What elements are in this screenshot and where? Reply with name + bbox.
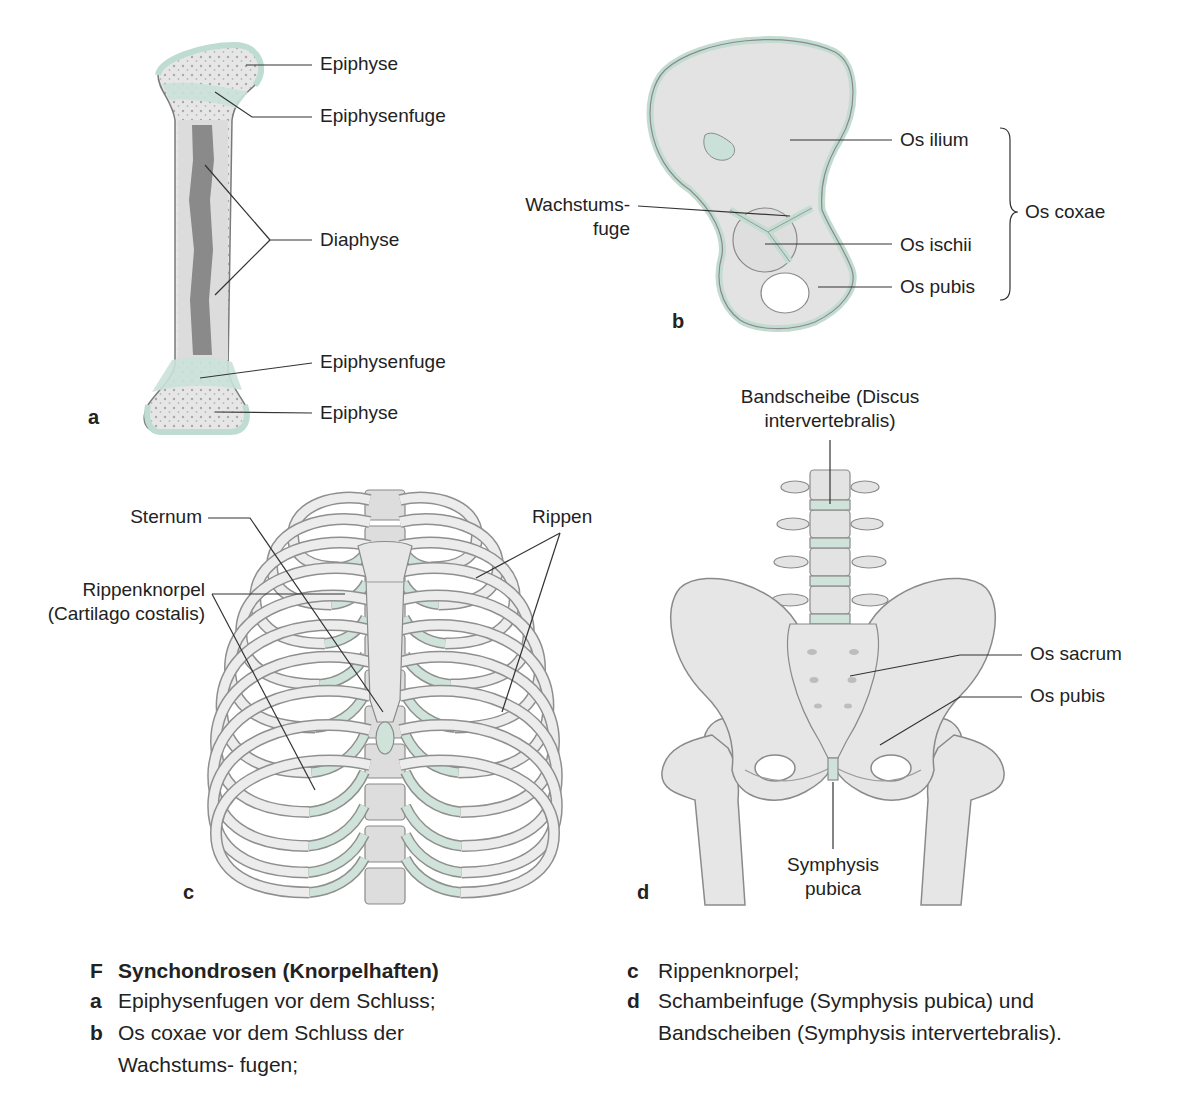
caption-text: Os coxae vor dem Schluss der Wachstums- … <box>118 1017 518 1080</box>
caption-text: Schambeinfuge (Symphysis pubica) und Ban… <box>658 985 1108 1048</box>
figure-title: Synchondrosen (Knorpelhaften) <box>118 955 439 987</box>
caption-letter: a <box>90 985 102 1017</box>
part-label: Os ilium <box>900 128 969 152</box>
part-label: Rippenknorpel (Cartilago costalis) <box>40 578 205 626</box>
part-label: Diaphyse <box>320 228 399 252</box>
panel-letter: d <box>637 880 649 905</box>
part-label: Bandscheibe (Discus intervertebralis) <box>715 385 945 433</box>
panel-letter: a <box>88 405 99 430</box>
caption-letter: c <box>627 955 639 987</box>
part-label: Epiphyse <box>320 401 398 425</box>
caption-text: Rippenknorpel; <box>658 955 1138 987</box>
panel-letter: b <box>672 309 684 334</box>
part-label: Epiphysenfuge <box>320 104 446 128</box>
caption-letter: F <box>90 955 103 987</box>
caption-text: Epiphysenfugen vor dem Schluss; <box>118 985 588 1017</box>
part-label: Os sacrum <box>1030 642 1122 666</box>
caption-letter: d <box>627 985 640 1017</box>
part-label: Symphysis pubica <box>773 853 893 901</box>
caption-letter: b <box>90 1017 103 1049</box>
part-label: Os pubis <box>1030 684 1105 708</box>
part-label: Os ischii <box>900 233 972 257</box>
part-label: Sternum <box>90 505 202 529</box>
part-label: Os coxae <box>1025 200 1105 224</box>
part-label: Epiphyse <box>320 52 398 76</box>
part-label: Os pubis <box>900 275 975 299</box>
part-label: Rippen <box>532 505 592 529</box>
part-label: Epiphysenfuge <box>320 350 446 374</box>
panel-letter: c <box>183 880 194 905</box>
part-label: Wachstums- fuge <box>500 193 630 241</box>
